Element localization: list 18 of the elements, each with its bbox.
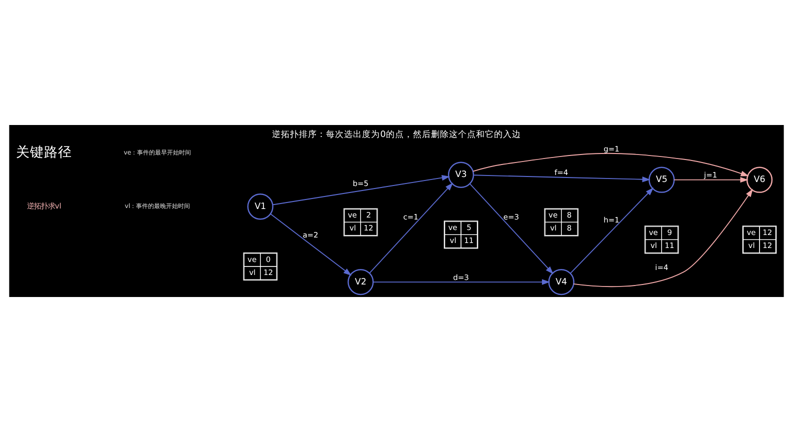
arrow (270, 213, 352, 276)
node-circle: V3 (448, 161, 474, 188)
node-circle: V4 (548, 268, 574, 295)
node-circle: V6 (746, 166, 773, 192)
arrow (473, 174, 650, 182)
node-circle: V1 (247, 193, 274, 220)
arrow (272, 174, 450, 205)
arrow (372, 278, 550, 284)
arrow (472, 152, 749, 176)
node-circle: V2 (348, 268, 374, 295)
arrow (573, 188, 753, 287)
arrow (469, 182, 554, 274)
node-circle: V5 (648, 166, 675, 192)
arrow (570, 187, 654, 274)
label: 关键路径 (16, 144, 72, 160)
arrow (369, 182, 454, 274)
arrow (674, 176, 748, 182)
diagram-title: 逆拓扑排序：每次选出度为0的点，然后删除这个点和它的入边 (272, 129, 521, 140)
